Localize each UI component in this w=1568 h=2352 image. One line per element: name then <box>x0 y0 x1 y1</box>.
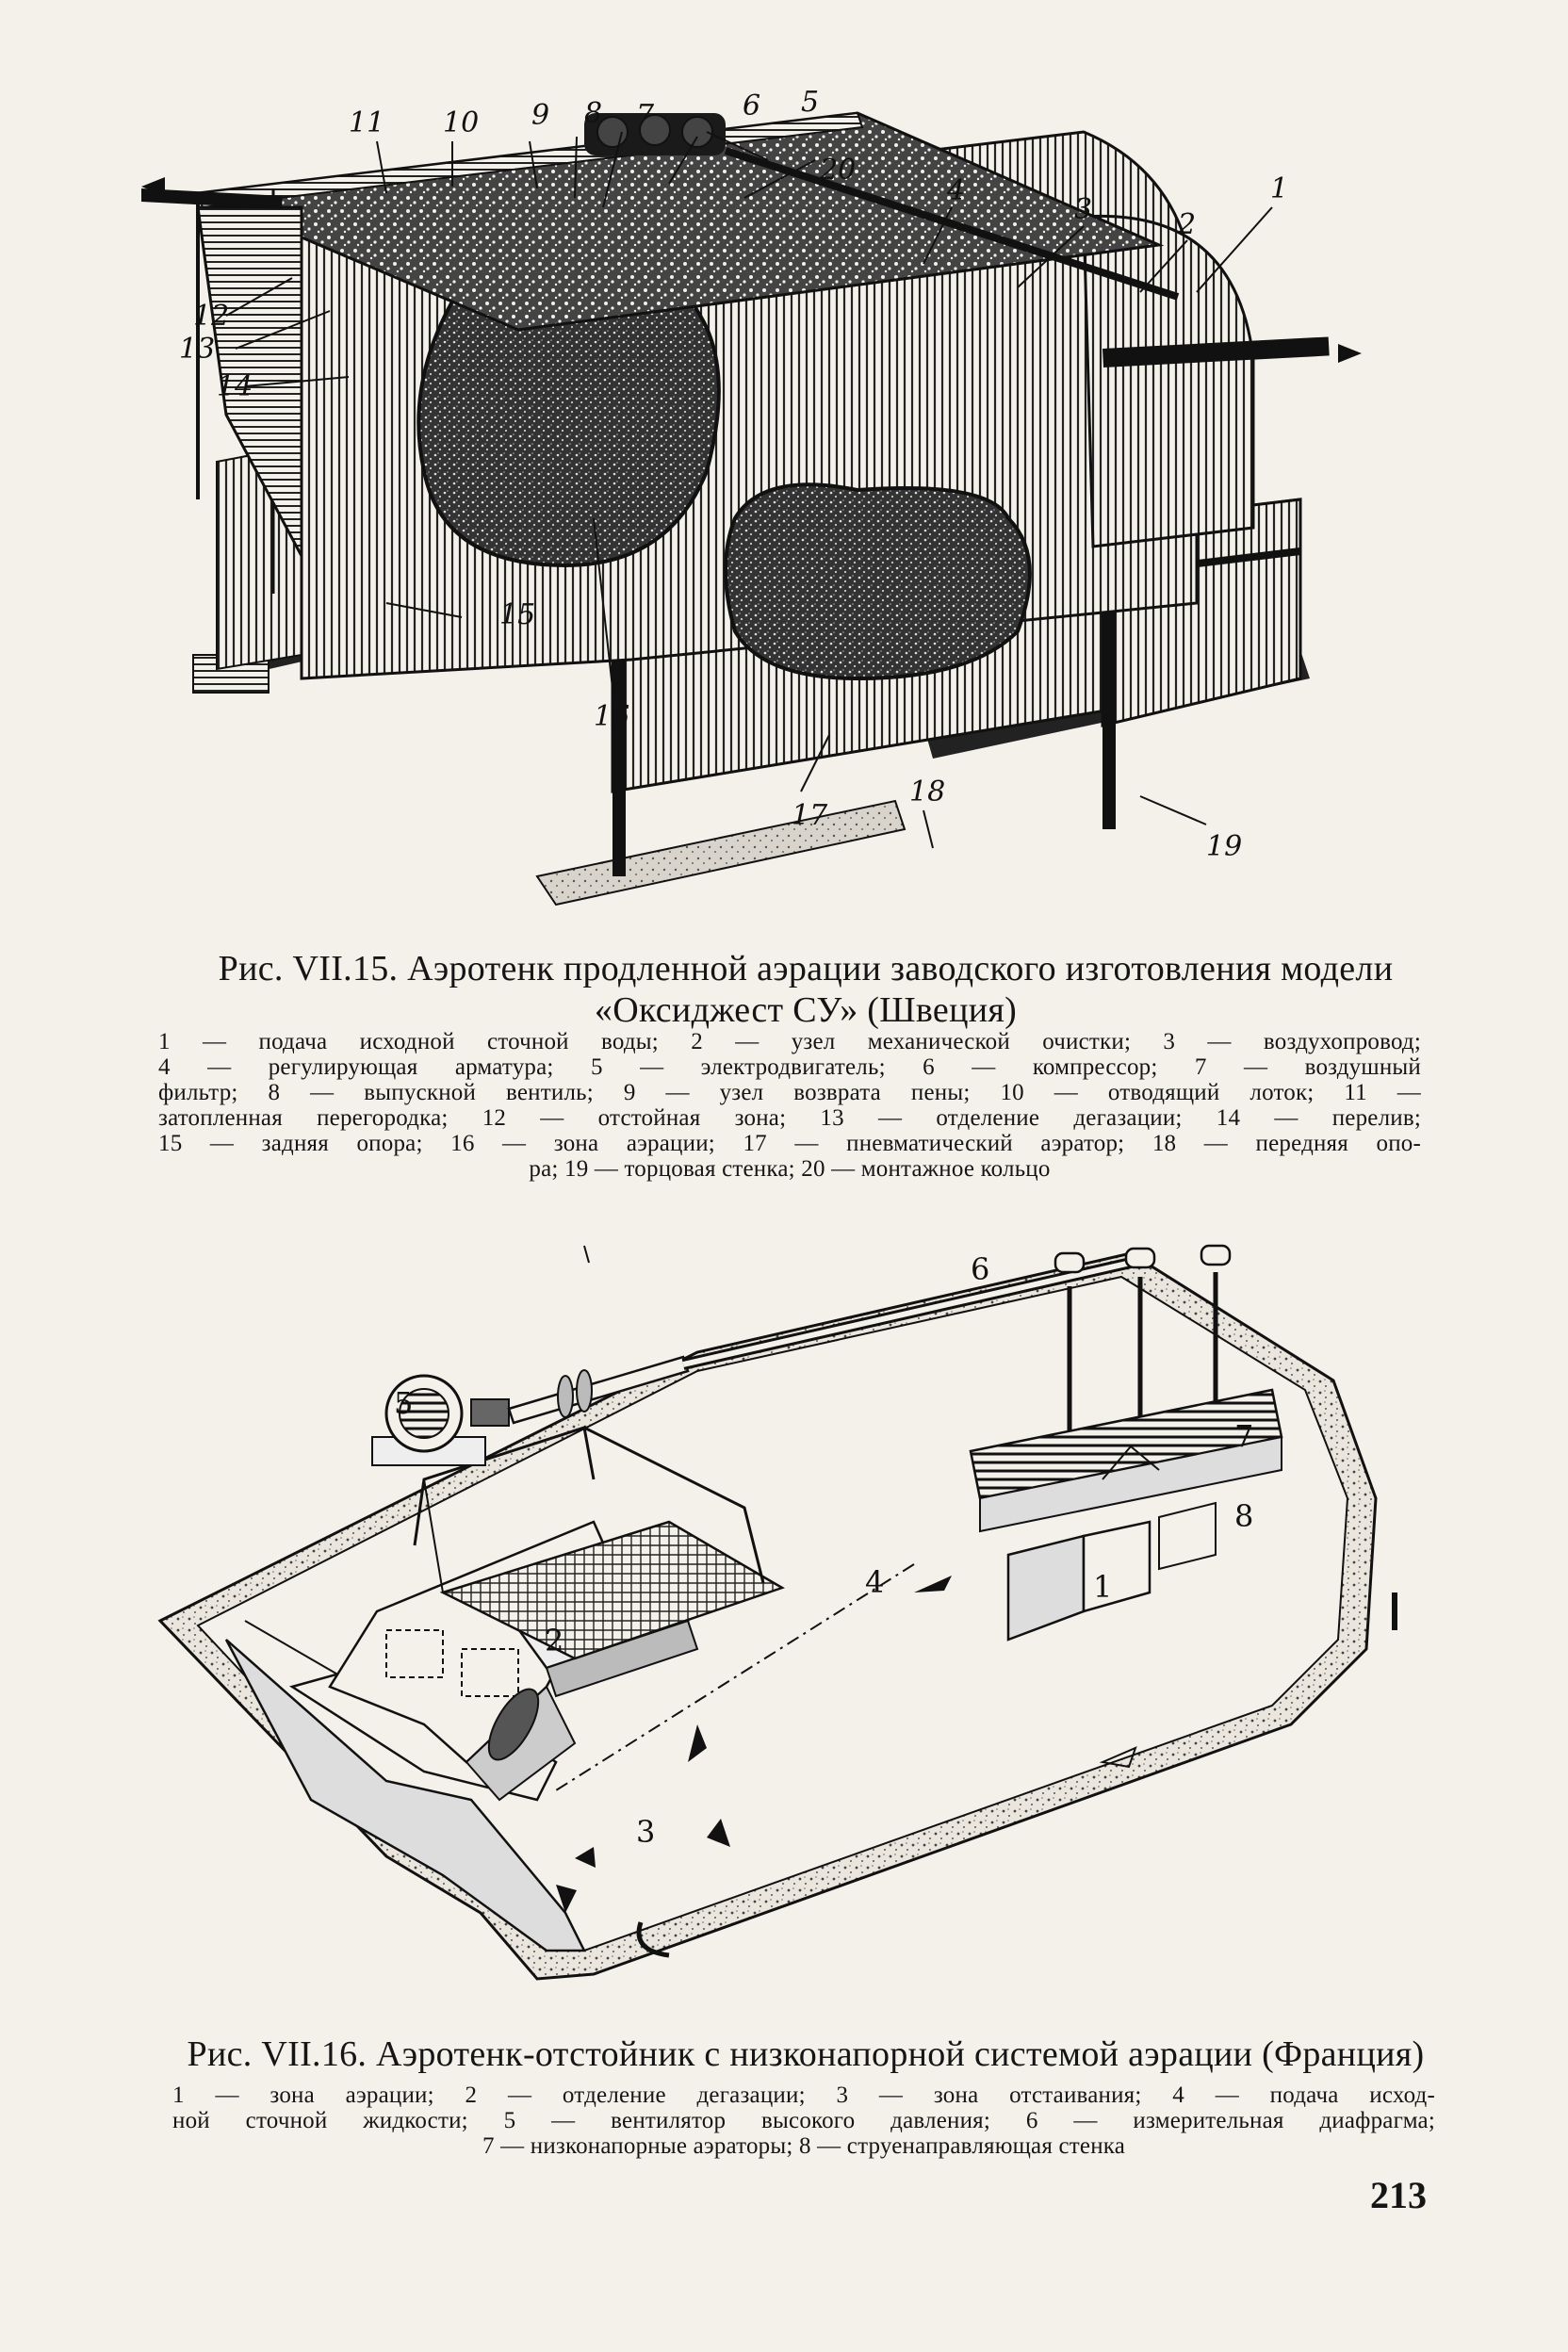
fig1-label-18: 18 <box>909 776 945 808</box>
fig2-label-4: 4 <box>865 1564 884 1600</box>
figure2-caption-title: Рис. VII.16. Аэротенк-отстойник с низкон… <box>187 2034 1425 2074</box>
figure1-legend: 1 — подача исходной сточной воды; 2 — уз… <box>158 1029 1421 1182</box>
fig2-label-6: 6 <box>971 1251 989 1287</box>
fig1-label-5: 5 <box>801 86 819 119</box>
fig1-label-9: 9 <box>531 99 549 132</box>
fig1-label-19: 19 <box>1206 830 1242 863</box>
fig2-label-3: 3 <box>636 1814 655 1850</box>
fig1-label-11: 11 <box>349 106 384 139</box>
fig1-label-4: 4 <box>946 174 965 207</box>
fig1-label-13: 13 <box>179 333 215 366</box>
fig1-label-1: 1 <box>1270 172 1288 205</box>
figure1-part-labels: 1 2 3 4 5 6 7 8 9 10 11 12 13 14 15 16 1… <box>179 86 1288 863</box>
fig1-label-16: 16 <box>594 700 629 733</box>
fig1-label-10: 10 <box>443 106 479 139</box>
fig2-label-2: 2 <box>545 1623 564 1658</box>
fig1-label-2: 2 <box>1177 208 1196 241</box>
fig1-label-3: 3 <box>1074 193 1092 226</box>
fig1-label-7: 7 <box>636 99 655 132</box>
figure2-legend-line: 1 — зона аэрации; 2 — отделение дегазаци… <box>172 2082 1435 2108</box>
figure-vii-15-aerotank-drawing: 1 2 3 4 5 6 7 8 9 10 11 12 13 14 15 16 1… <box>141 86 1362 906</box>
page-number: 213 <box>1370 2174 1427 2216</box>
figure1-legend-line: 15 — задняя опора; 16 — зона аэрации; 17… <box>158 1131 1421 1156</box>
figure1-legend-line: ра; 19 — торцовая стенка; 20 — монтажное… <box>529 1156 1051 1182</box>
figure2-legend: 1 — зона аэрации; 2 — отделение дегазаци… <box>172 2082 1435 2159</box>
fig2-label-5: 5 <box>394 1385 413 1421</box>
figure2-legend-line: ной сточной жидкости; 5 — вентилятор выс… <box>172 2108 1435 2133</box>
fig2-label-8: 8 <box>1234 1498 1253 1534</box>
fig1-label-6: 6 <box>743 90 760 122</box>
figure2-part-labels: 1 2 3 4 5 6 7 8 <box>394 1251 1253 1850</box>
fig1-label-15: 15 <box>499 598 535 631</box>
fig1-label-8: 8 <box>584 97 602 130</box>
figure2-legend-line: 7 — низконапорные аэраторы; 8 — струенап… <box>482 2133 1126 2159</box>
figure1-caption-title: Рис. VII.15. Аэротенк продленной аэрации… <box>193 948 1418 1031</box>
figure-vii-16-aerotank-settler-drawing: 1 2 3 4 5 6 7 8 <box>157 1244 1397 1981</box>
fig1-label-17: 17 <box>792 799 828 832</box>
fig1-label-14: 14 <box>217 370 253 403</box>
fig2-label-7: 7 <box>1234 1418 1253 1454</box>
fig2-label-1: 1 <box>1093 1569 1112 1605</box>
figure1-legend-line: фильтр; 8 — выпускной вентиль; 9 — узел … <box>158 1080 1421 1105</box>
figure1-caption-title-line1: Рис. VII.15. Аэротенк продленной аэрации… <box>218 949 1394 988</box>
figure1-caption-title-line2: «Оксиджест СУ» (Швеция) <box>594 990 1018 1030</box>
figure1-legend-line: 1 — подача исходной сточной воды; 2 — уз… <box>158 1029 1421 1054</box>
fig1-label-20: 20 <box>819 154 856 187</box>
fig1-label-12: 12 <box>193 300 229 333</box>
figure1-legend-line: затопленная перегородка; 12 — отстойная … <box>158 1105 1421 1131</box>
figure1-legend-line: 4 — регулирующая арматура; 5 — электродв… <box>158 1054 1421 1080</box>
